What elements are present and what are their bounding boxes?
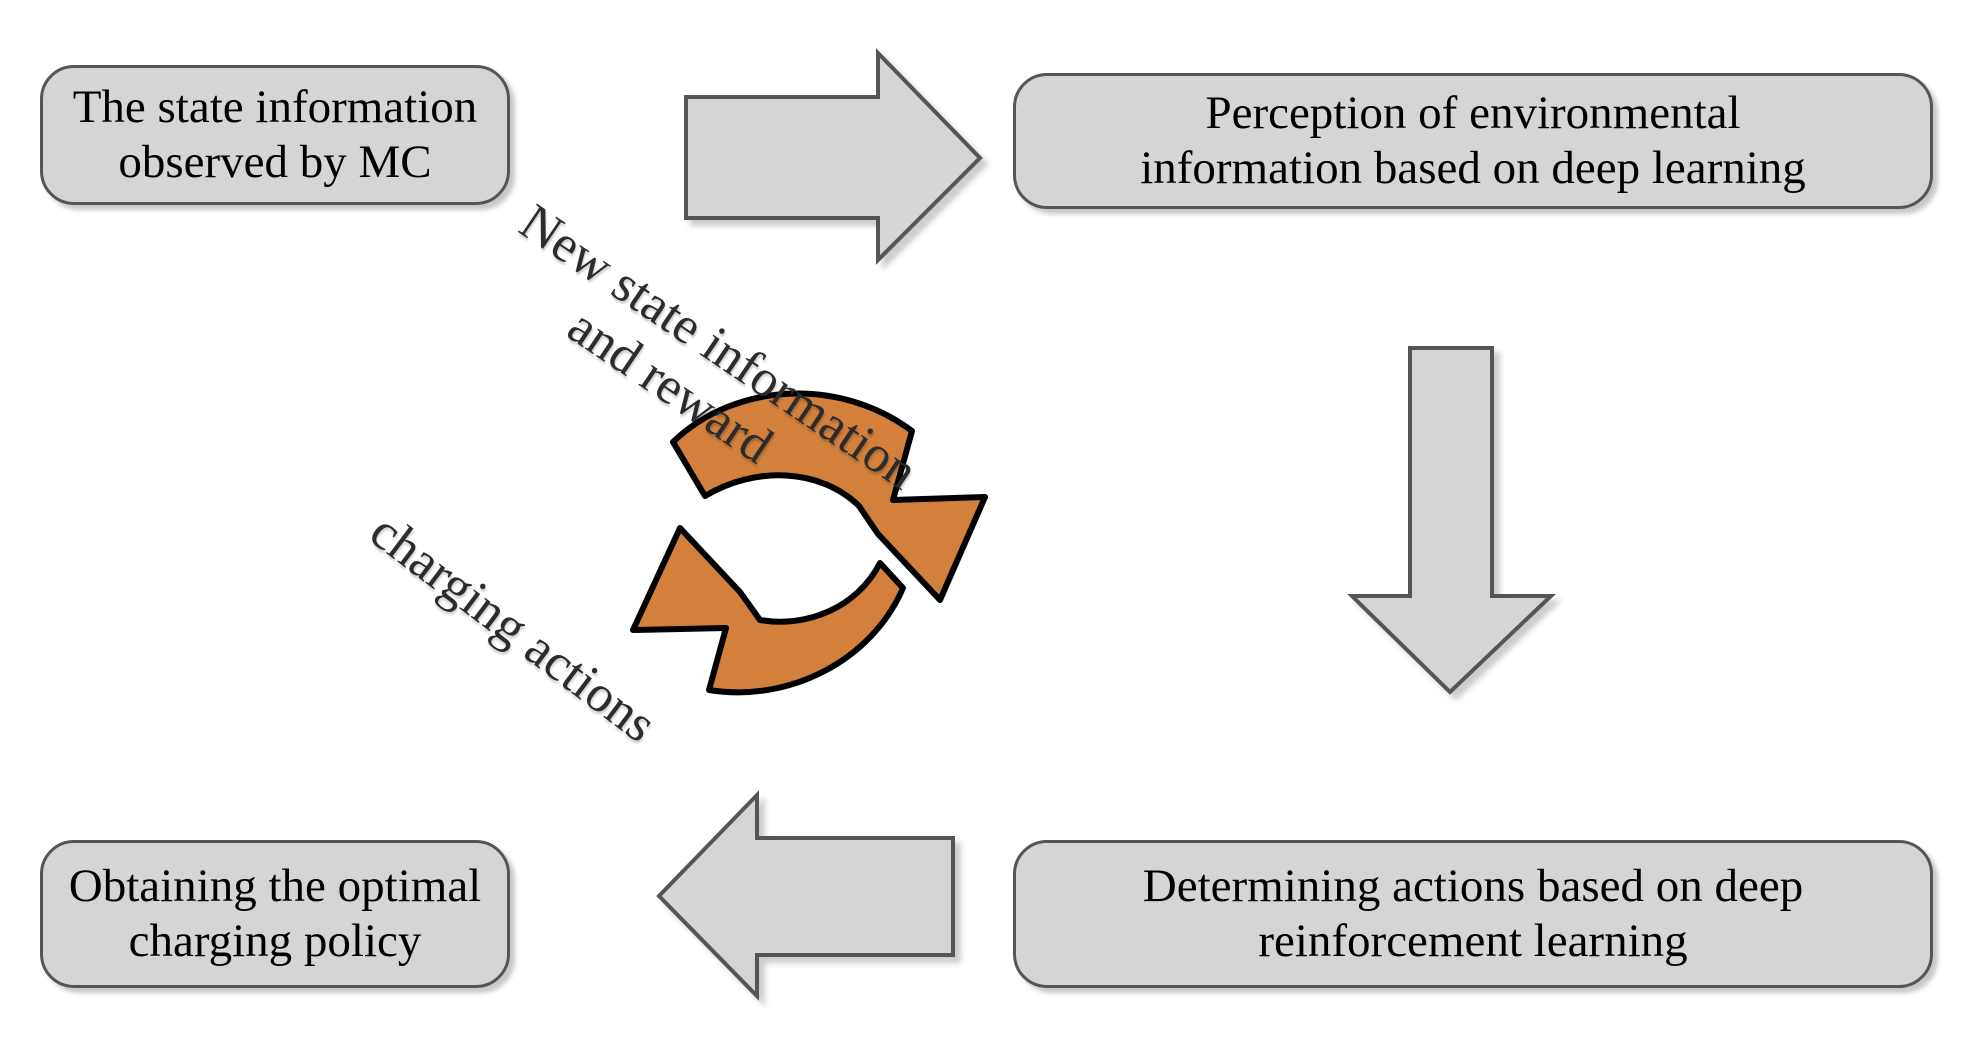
cycle-arrow-lower	[630, 525, 906, 696]
box-determining-actions[interactable]: Determining actions based on deep reinfo…	[1013, 840, 1933, 988]
box-optimal-charging-policy[interactable]: Obtaining the optimal charging policy	[40, 840, 510, 988]
bottom-left-arrow	[656, 790, 955, 1001]
box-determining-actions-label: Determining actions based on deep reinfo…	[1142, 860, 1804, 967]
box-perception-deep-learning-label: Perception of environmental information …	[1140, 87, 1806, 194]
box-state-information[interactable]: The state information observed by MC	[40, 65, 510, 205]
box-state-information-label: The state information observed by MC	[72, 81, 478, 188]
right-down-arrow	[1347, 346, 1557, 695]
label-charging-actions: charging actions	[359, 502, 667, 754]
box-perception-deep-learning[interactable]: Perception of environmental information …	[1013, 73, 1933, 209]
box-optimal-charging-policy-label: Obtaining the optimal charging policy	[68, 860, 482, 967]
top-right-arrow	[684, 48, 983, 265]
